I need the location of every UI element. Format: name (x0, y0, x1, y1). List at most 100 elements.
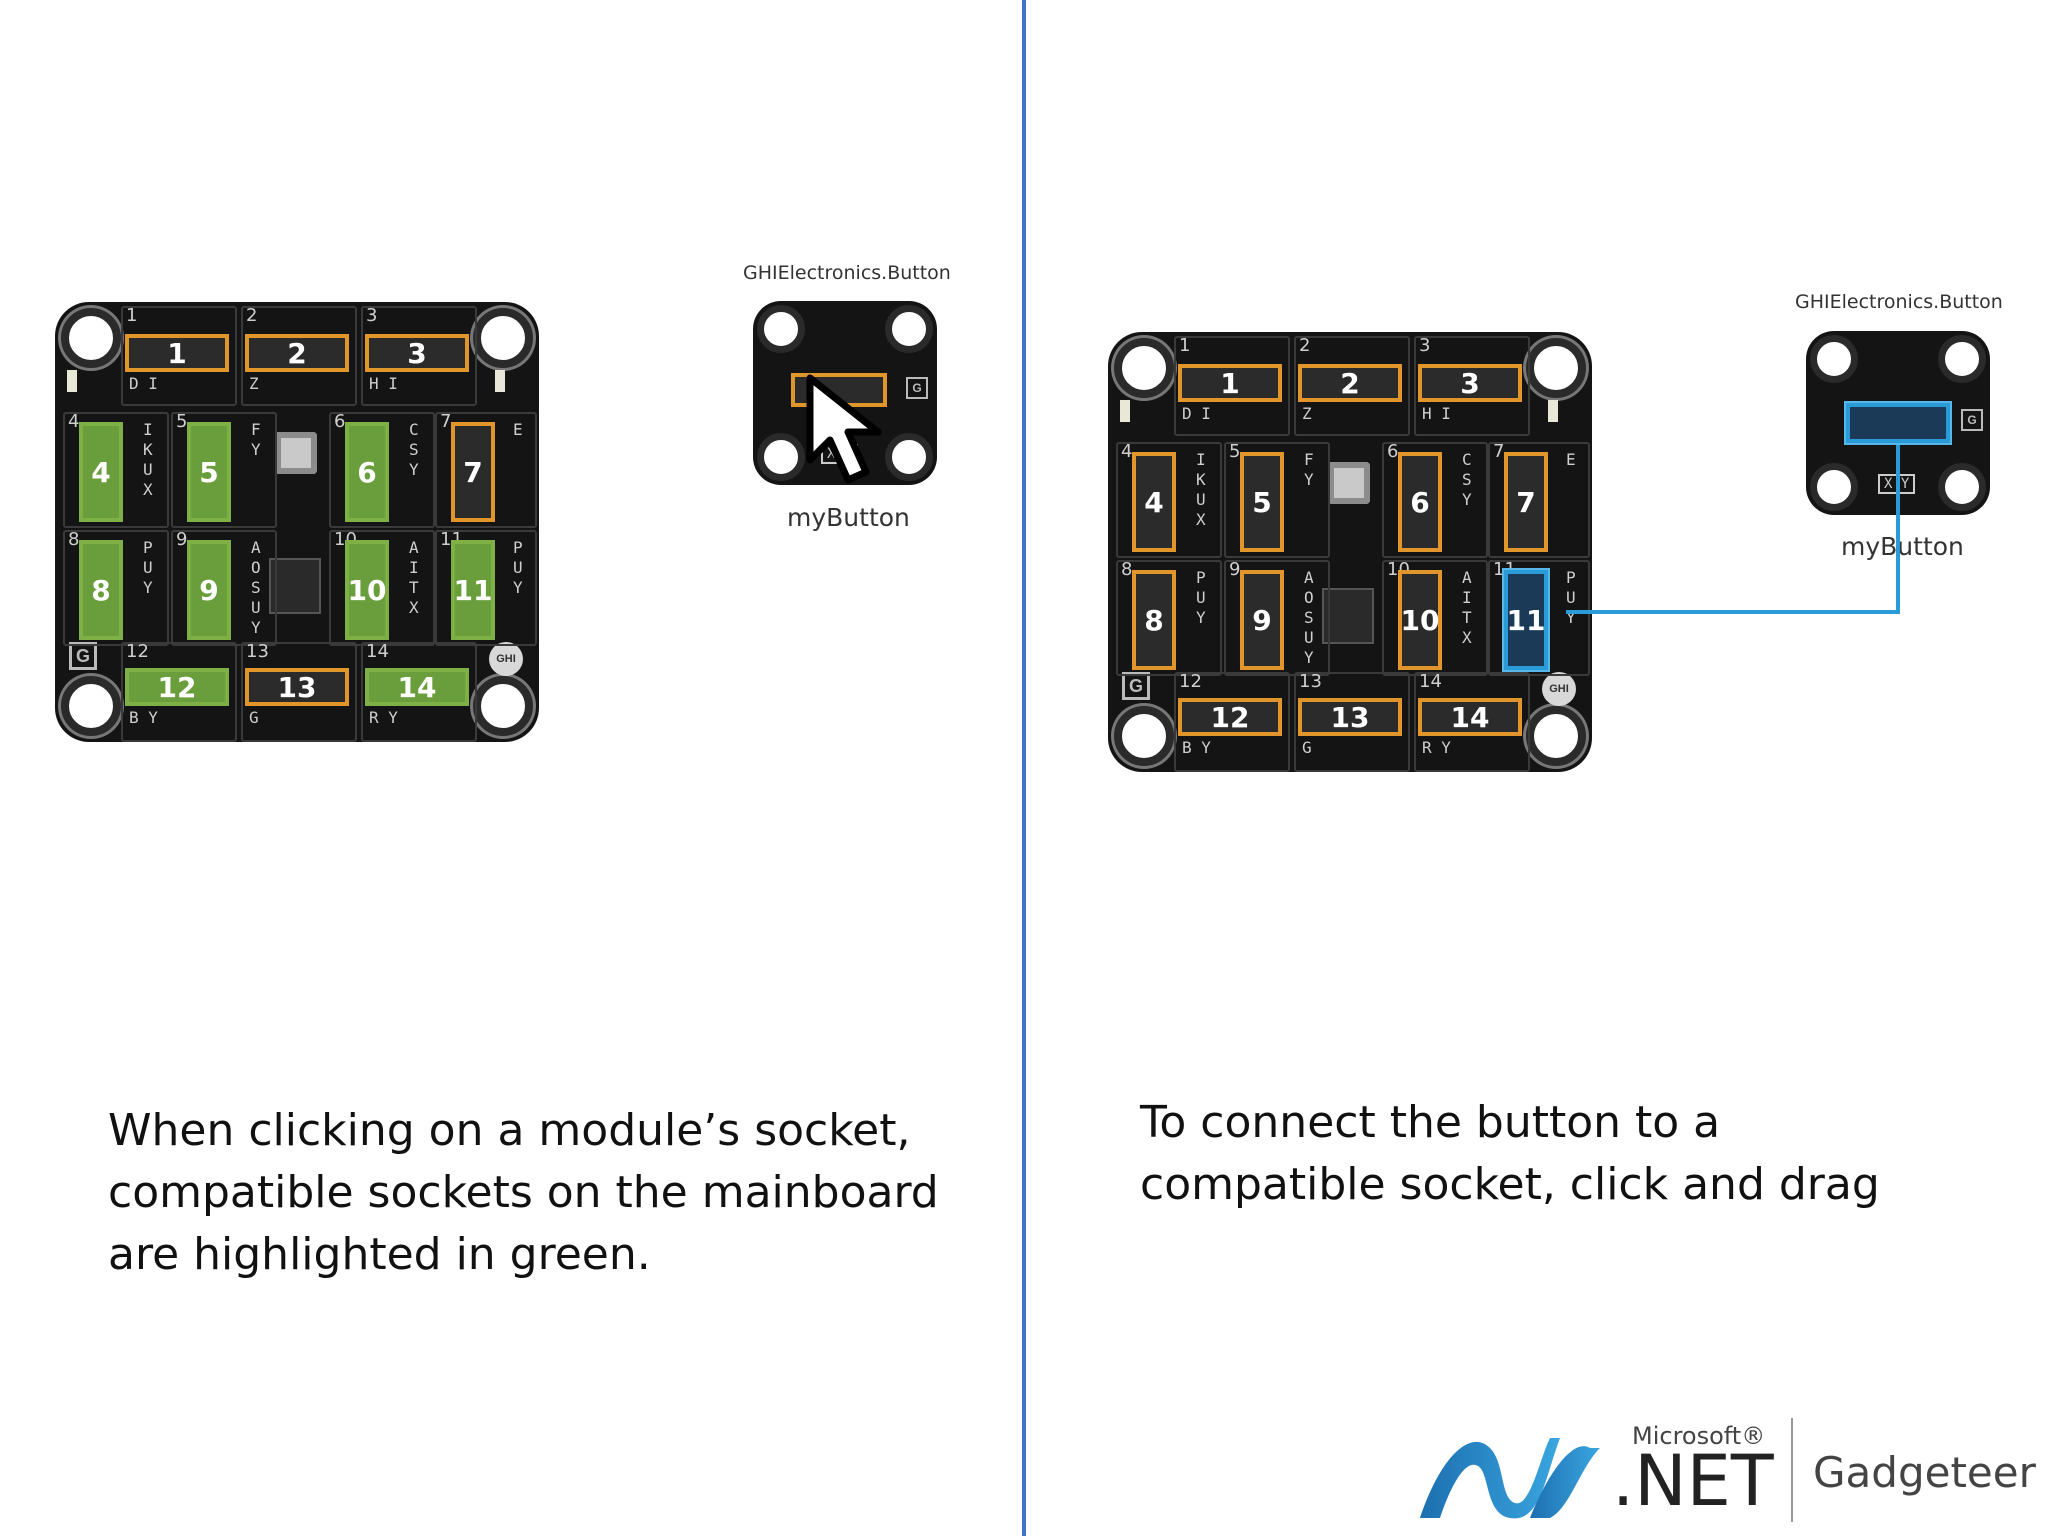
socket-9[interactable]: 9 (187, 540, 231, 640)
socket-cell-8: 8 (1116, 559, 1222, 676)
socket-type-letters: G (1302, 738, 1312, 757)
led-indicator (1548, 400, 1558, 422)
socket-number: 1 (1179, 335, 1191, 356)
button-module-left[interactable]: G X Y (753, 301, 937, 485)
socket-type-letters: B Y (1182, 738, 1211, 757)
socket-8[interactable]: 8 (1132, 570, 1176, 670)
socket-12[interactable]: 12 (1178, 698, 1282, 736)
mounting-hole (1526, 706, 1586, 766)
socket-type-letters: R Y (1422, 738, 1451, 757)
module-instance-name: myButton (787, 503, 910, 532)
socket-type-letters: H I (369, 374, 398, 393)
module-instance-name: myButton (1841, 532, 1964, 561)
module-type-label: GHIElectronics.Button (1795, 291, 2003, 313)
led-indicator (1120, 400, 1130, 422)
socket-type-letters: PUY (1196, 568, 1206, 627)
socket-cell-5: 5 (1224, 441, 1330, 558)
socket-7[interactable]: 7 (1504, 452, 1548, 552)
socket-cell-13: 13 (1294, 671, 1410, 772)
socket-2[interactable]: 2 (245, 334, 349, 372)
socket-cell-6: 6 (1382, 441, 1488, 558)
socket-11[interactable]: 11 (1504, 570, 1548, 670)
socket-type-letters: PUY (513, 538, 523, 597)
socket-cell-14: 14 (1414, 671, 1530, 772)
socket-9[interactable]: 9 (1240, 570, 1284, 670)
socket-5[interactable]: 5 (1240, 452, 1284, 552)
socket-1[interactable]: 1 (125, 334, 229, 372)
socket-number: 14 (366, 641, 389, 662)
led-indicator (495, 370, 505, 392)
socket-10[interactable]: 10 (1398, 570, 1442, 670)
socket-3[interactable]: 3 (1418, 364, 1522, 402)
socket-13[interactable]: 13 (245, 668, 349, 706)
socket-10[interactable]: 10 (345, 540, 389, 640)
ghi-logo-icon: GHI (1542, 672, 1576, 706)
socket-type-letters: Z (249, 374, 259, 393)
socket-3[interactable]: 3 (365, 334, 469, 372)
socket-2[interactable]: 2 (1298, 364, 1402, 402)
dip-switch (269, 558, 321, 614)
socket-type-letters: AOSUY (1304, 568, 1314, 667)
socket-type-letters: IKUX (1196, 450, 1206, 529)
socket-number: 8 (68, 529, 80, 550)
socket-cell-3: 3 (1414, 335, 1530, 436)
socket-cell-7: 7 (1488, 441, 1590, 558)
socket-type-letters: FY (251, 420, 261, 459)
ghi-logo-icon: GHI (489, 642, 523, 676)
socket-cell-2: 2 (241, 305, 357, 406)
logo-name-text: Gadgeteer (1813, 1448, 2036, 1497)
socket-number: 6 (334, 411, 346, 432)
socket-4[interactable]: 4 (79, 422, 123, 522)
socket-cell-1: 1 (121, 305, 237, 406)
socket-type-letters: Z (1302, 404, 1312, 423)
socket-14[interactable]: 14 (1418, 698, 1522, 736)
module-logo-icon: G (1961, 409, 1983, 431)
socket-cell-8: 8 (63, 529, 169, 646)
socket-5[interactable]: 5 (187, 422, 231, 522)
module-socket[interactable] (1846, 403, 1950, 443)
socket-cell-7: 7 (435, 411, 537, 528)
socket-6[interactable]: 6 (1398, 452, 1442, 552)
socket-1[interactable]: 1 (1178, 364, 1282, 402)
socket-8[interactable]: 8 (79, 540, 123, 640)
socket-number: 12 (1179, 671, 1202, 692)
socket-number: 6 (1387, 441, 1399, 462)
mounting-hole (1526, 338, 1586, 398)
reset-button[interactable] (275, 432, 317, 474)
led-indicator (67, 370, 77, 392)
socket-cell-5: 5 (171, 411, 277, 528)
mounting-hole (61, 308, 121, 368)
socket-cell-12: 12 (121, 641, 237, 742)
socket-type-letters: E (1566, 450, 1576, 469)
socket-4[interactable]: 4 (1132, 452, 1176, 552)
socket-11[interactable]: 11 (451, 540, 495, 640)
socket-14[interactable]: 14 (365, 668, 469, 706)
socket-number: 4 (68, 411, 80, 432)
button-module-right[interactable]: G X Y (1806, 331, 1990, 515)
socket-type-letters: PUY (1566, 568, 1576, 627)
socket-type-letters: R Y (369, 708, 398, 727)
socket-type-letters: H I (1422, 404, 1451, 423)
socket-13[interactable]: 13 (1298, 698, 1402, 736)
module-type-label: GHIElectronics.Button (743, 262, 951, 284)
socket-number: 1 (126, 305, 138, 326)
socket-number: 4 (1121, 441, 1133, 462)
socket-number: 7 (440, 411, 452, 432)
mouse-cursor-icon (806, 374, 882, 484)
socket-6[interactable]: 6 (345, 422, 389, 522)
socket-12[interactable]: 12 (125, 668, 229, 706)
socket-7[interactable]: 7 (451, 422, 495, 522)
socket-number: 2 (246, 305, 258, 326)
dip-switch (1322, 588, 1374, 644)
socket-cell-3: 3 (361, 305, 477, 406)
socket-type-letters: AITX (1462, 568, 1472, 647)
logo-separator (1791, 1418, 1793, 1522)
socket-number: 5 (1229, 441, 1241, 462)
mounting-hole (1114, 338, 1174, 398)
socket-number: 3 (366, 305, 378, 326)
reset-button[interactable] (1328, 462, 1370, 504)
socket-cell-12: 12 (1174, 671, 1290, 772)
